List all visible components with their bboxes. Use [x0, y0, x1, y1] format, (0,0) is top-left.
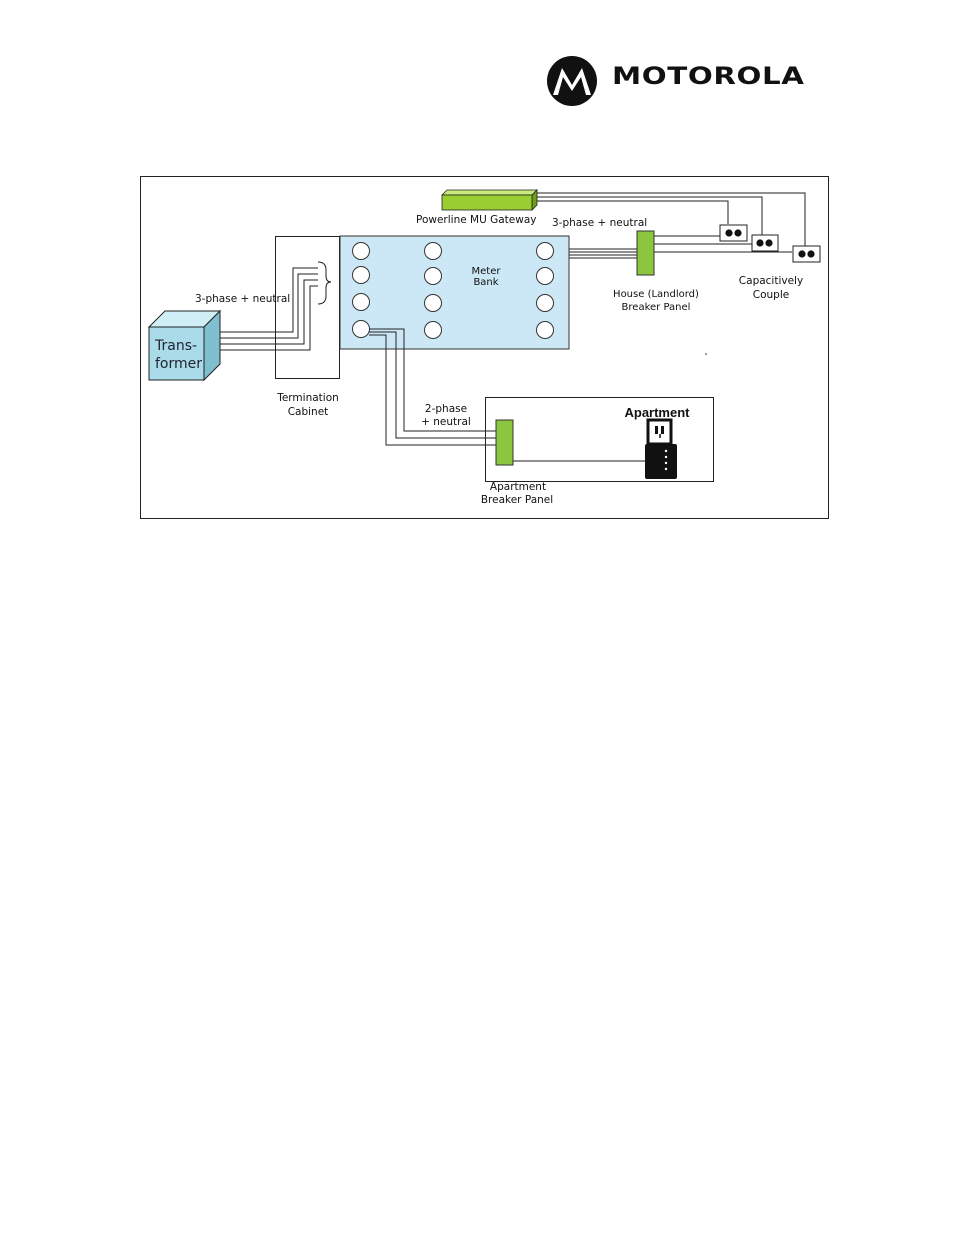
capacitive-couple-label: Couple: [753, 289, 789, 301]
powerline-mu-gateway: [442, 190, 537, 210]
apartment-breaker-panel: [496, 420, 513, 465]
termination-cabinet-label: Cabinet: [288, 406, 329, 418]
meter-bank-label: Meter: [472, 266, 502, 277]
meter-socket: [353, 243, 370, 260]
capacitive-couple-label: Capacitively: [739, 275, 803, 287]
meter-socket: [353, 321, 370, 338]
meter-socket: [425, 322, 442, 339]
meter-socket: [425, 295, 442, 312]
two-phase-label: + neutral: [421, 416, 471, 428]
powerline-adapter-icon: [645, 420, 677, 479]
meter-socket: [537, 322, 554, 339]
apartment-panel-label: Breaker Panel: [481, 494, 553, 506]
termination-cabinet: [276, 237, 340, 379]
transformer-label: Trans-: [154, 338, 197, 354]
two-phase-label: 2-phase: [425, 403, 467, 415]
meter-socket: [537, 243, 554, 260]
meter-socket: [425, 243, 442, 260]
capacitive-coupler: [720, 225, 747, 241]
meter-socket: [353, 267, 370, 284]
three-phase-left-label: 3-phase + neutral: [195, 293, 290, 305]
meter-socket: [353, 294, 370, 311]
meter-socket: [425, 268, 442, 285]
meter-bank-label: Bank: [473, 277, 498, 288]
house-panel-label: House (Landlord): [613, 289, 699, 300]
transformer-label: former: [155, 356, 202, 372]
meter-socket: [537, 295, 554, 312]
apartment-title: Apartment: [624, 405, 690, 420]
meter-socket: [537, 268, 554, 285]
house-panel-label: Breaker Panel: [622, 302, 691, 313]
apartment-panel-label: Apartment: [490, 481, 546, 493]
house-breaker-panel: [637, 231, 654, 275]
gateway-label: Powerline MU Gateway: [416, 214, 537, 226]
termination-cabinet-label: Termination: [276, 392, 339, 404]
three-phase-top-label: 3-phase + neutral: [552, 217, 647, 229]
capacitive-coupler: [793, 246, 820, 262]
capacitive-coupler: [752, 235, 778, 251]
